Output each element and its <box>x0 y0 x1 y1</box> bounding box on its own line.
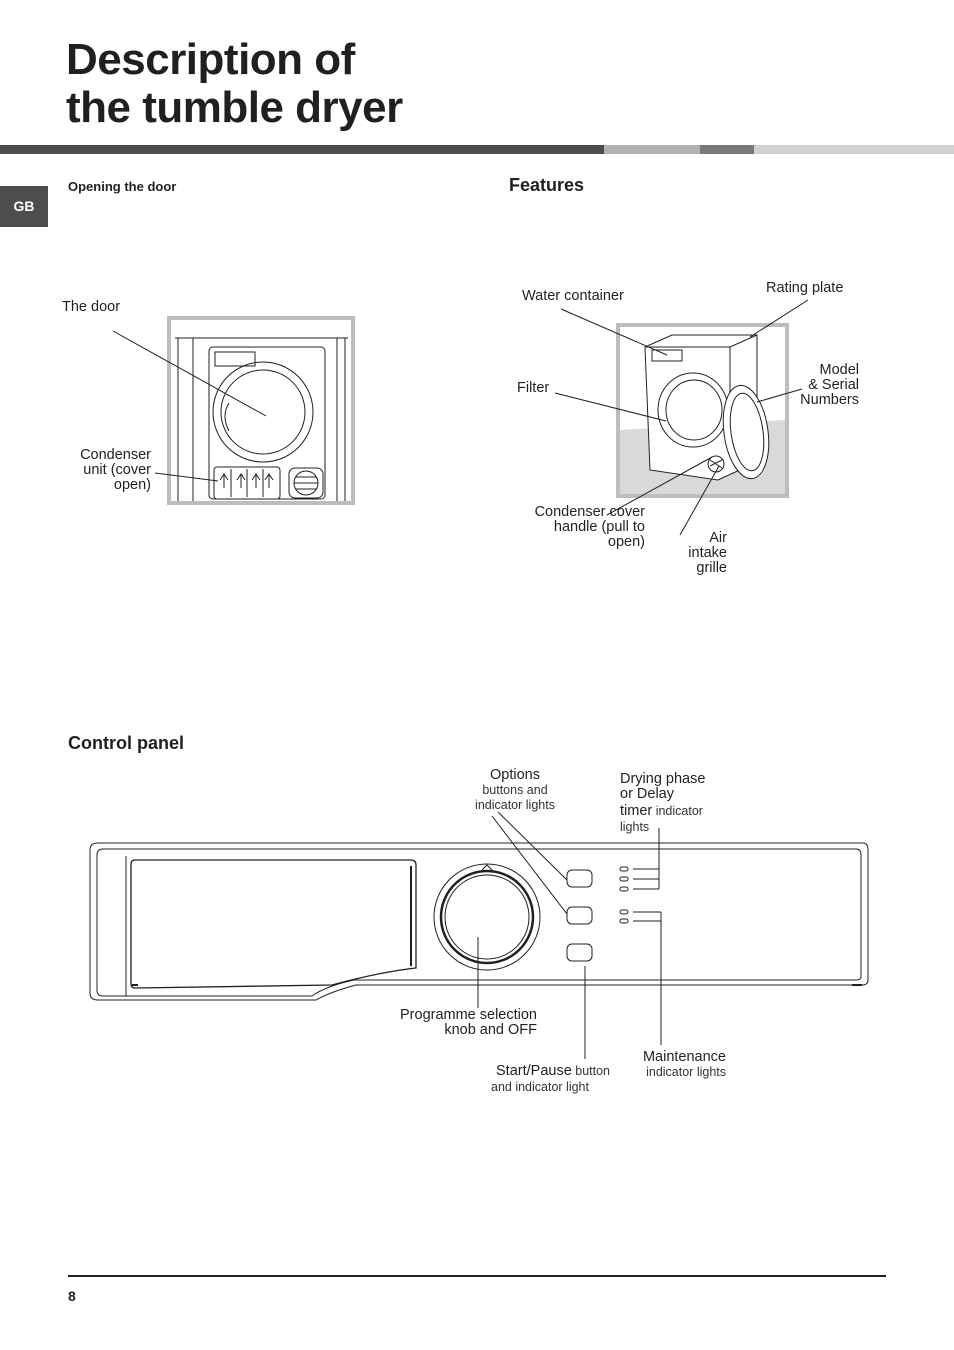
label-drying-phase: Drying phase or Delay timer indicator li… <box>620 771 706 835</box>
header-rule-light <box>754 145 954 154</box>
label-condenser-cover: Condenser cover handle (pull to open) <box>534 504 645 550</box>
features-illustration <box>554 299 809 536</box>
label-air-intake: Air intake grille <box>688 530 727 576</box>
page-title: Description of the tumble dryer <box>66 36 403 132</box>
label-options: Options buttons and indicator lights <box>475 767 555 813</box>
language-tab: GB <box>0 186 48 227</box>
label-water-container: Water container <box>522 288 624 304</box>
label-start-pause: Start/Pause button and indicator light <box>491 1063 610 1095</box>
page-number: 8 <box>68 1288 76 1304</box>
label-rating-plate: Rating plate <box>766 280 844 296</box>
front-view-illustration <box>112 316 355 505</box>
label-condenser-unit: Condenser unit (cover open) <box>80 447 151 493</box>
control-panel-heading: Control panel <box>68 733 184 753</box>
features-heading: Features <box>509 175 585 195</box>
label-filter: Filter <box>517 380 550 396</box>
label-maintenance: Maintenance indicator lights <box>642 1049 726 1080</box>
header-rule-mid <box>604 145 700 154</box>
opening-door-heading: Opening the door <box>68 179 177 194</box>
label-the-door: The door <box>62 299 121 315</box>
footer-rule <box>68 1275 886 1277</box>
header-rule-dark-2 <box>700 145 754 154</box>
title-line-2: the tumble dryer <box>66 83 403 132</box>
header-rule-dark <box>0 145 604 154</box>
control-panel-illustration <box>89 811 869 1059</box>
label-model-serial: Model & Serial Numbers <box>800 362 859 408</box>
label-programme-knob: Programme selection knob and OFF <box>400 1007 537 1038</box>
title-line-1: Description of <box>66 35 355 84</box>
